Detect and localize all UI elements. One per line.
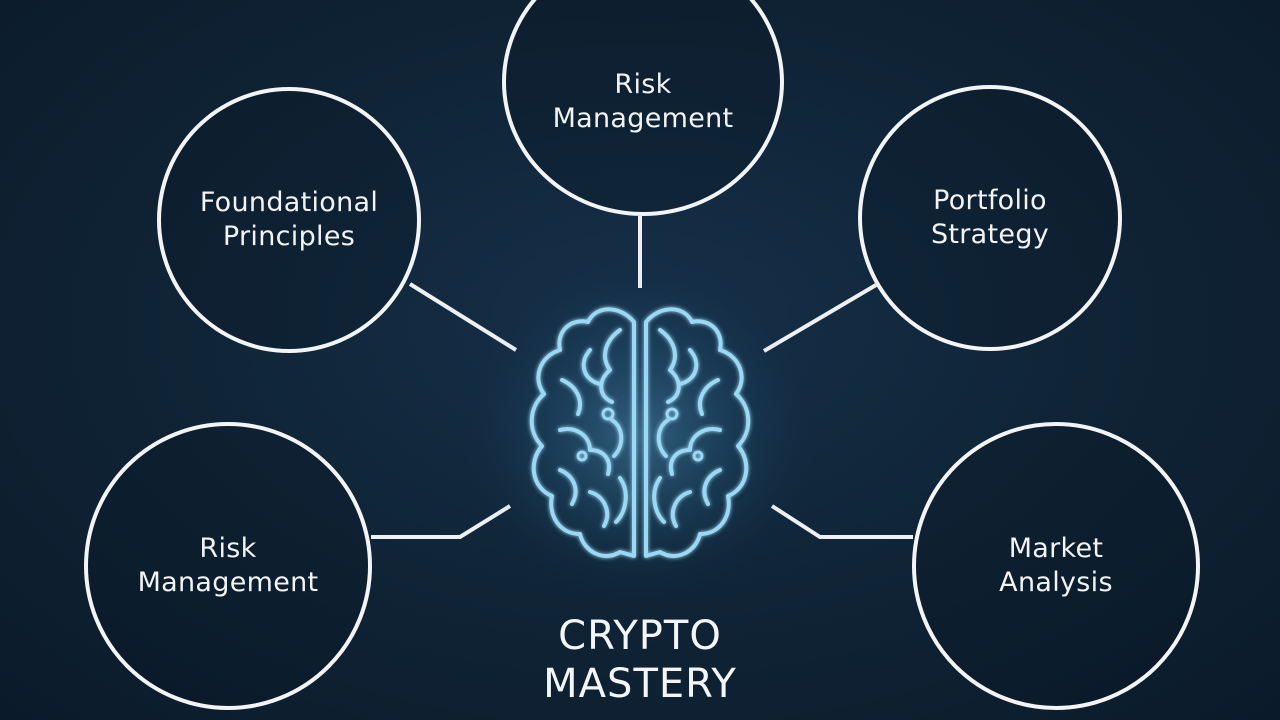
node-label: Foundational Principles (199, 187, 379, 252)
node-market-analysis[interactable]: Market Analysis (912, 422, 1200, 710)
node-risk-management-bottom[interactable]: Risk Management (84, 422, 372, 710)
node-label: Portfolio Strategy (930, 185, 1050, 250)
node-label: Risk Management (137, 533, 319, 598)
node-foundational-principles[interactable]: Foundational Principles (157, 87, 421, 353)
title-line-2: MASTERY (543, 661, 737, 707)
node-label: Market Analysis (999, 533, 1113, 598)
diagram-title: CRYPTO MASTERY (490, 612, 790, 708)
node-label: Risk Management (552, 69, 734, 134)
node-risk-management-top[interactable]: Risk Management (502, 0, 784, 216)
title-line-1: CRYPTO (558, 613, 722, 659)
node-portfolio-strategy[interactable]: Portfolio Strategy (858, 85, 1122, 351)
